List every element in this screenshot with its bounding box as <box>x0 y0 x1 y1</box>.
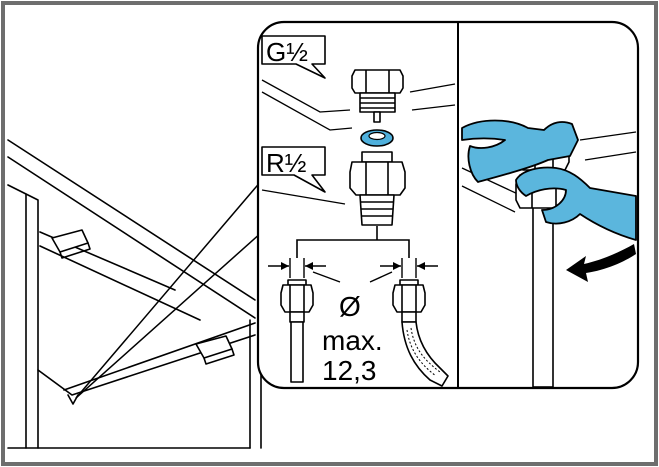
g-label-box <box>261 35 326 79</box>
rail-lower <box>39 245 201 321</box>
r-half-fitting <box>349 151 406 226</box>
upper-wrench <box>461 119 579 183</box>
r-half-label: R½ <box>261 146 346 205</box>
diameter-symbol: Ø <box>339 291 361 322</box>
bracket-right <box>195 335 233 359</box>
rotation-arrow <box>566 244 636 282</box>
worktop-edge-lower <box>7 156 256 319</box>
zoom-callout-lines <box>75 179 263 399</box>
plinth-line-upper <box>63 322 256 391</box>
g-half-text: G½ <box>266 37 308 67</box>
max-label: max. <box>322 325 383 356</box>
g-half-fitting <box>351 69 404 123</box>
arrow-heads <box>281 262 425 270</box>
plinth-line <box>37 334 256 396</box>
fittings-detail: G½ R½ <box>261 35 456 387</box>
bracket-right-base <box>203 348 235 365</box>
flexible-hose-connector <box>392 279 449 387</box>
plate-lines-top <box>261 79 456 131</box>
tightening-detail <box>461 119 637 388</box>
sealing-washer <box>360 129 394 147</box>
r-label-box <box>261 146 326 193</box>
options-bracket <box>296 226 410 258</box>
rigid-pipe-connector <box>280 279 314 383</box>
worktop-edge-upper <box>7 139 256 301</box>
pipe <box>532 204 554 388</box>
cabinet-side <box>7 184 39 449</box>
appliance-scene <box>7 139 262 449</box>
callout-line-lower <box>75 231 263 399</box>
g-half-label: G½ <box>261 35 326 79</box>
lower-wrench <box>515 166 637 241</box>
callout-line-upper <box>75 179 263 399</box>
max-value: 12,3 <box>322 355 377 386</box>
bracket-left-base <box>59 242 91 259</box>
r-half-text: R½ <box>266 148 306 178</box>
bracket-left <box>51 229 89 253</box>
